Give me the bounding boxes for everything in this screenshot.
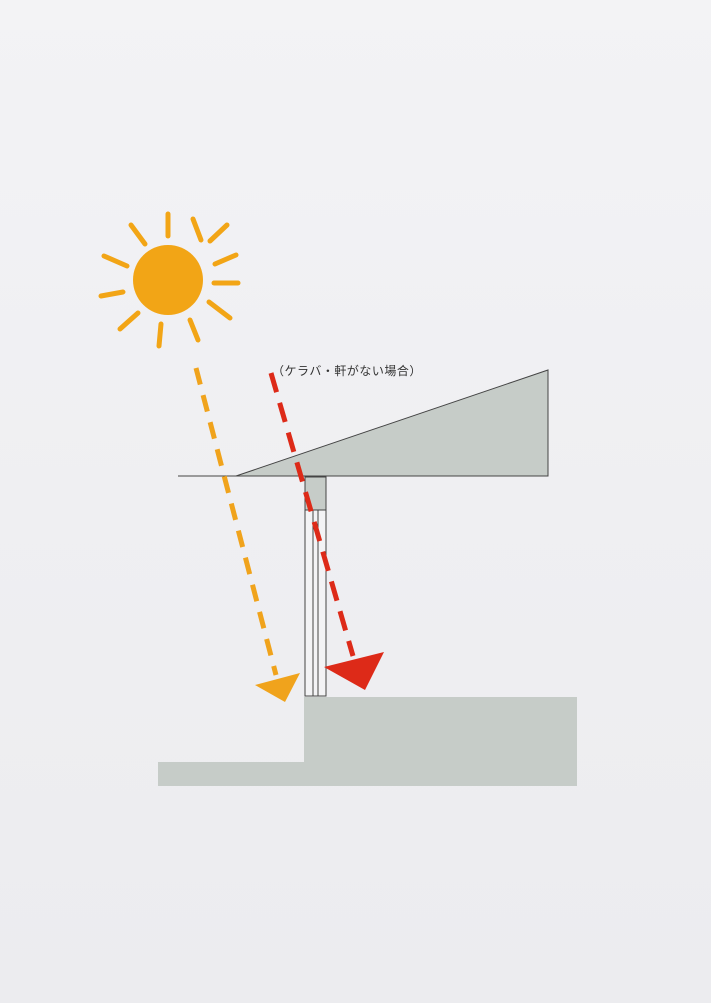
orange-ray-arrow <box>193 367 300 702</box>
roof-wedge <box>235 369 549 477</box>
diagram-caption: （ケラバ・軒がない場合） <box>272 364 422 378</box>
red-ray-arrow <box>268 372 384 690</box>
sun-icon <box>98 211 241 349</box>
wall-frame <box>304 509 327 697</box>
ground-step <box>158 697 577 786</box>
